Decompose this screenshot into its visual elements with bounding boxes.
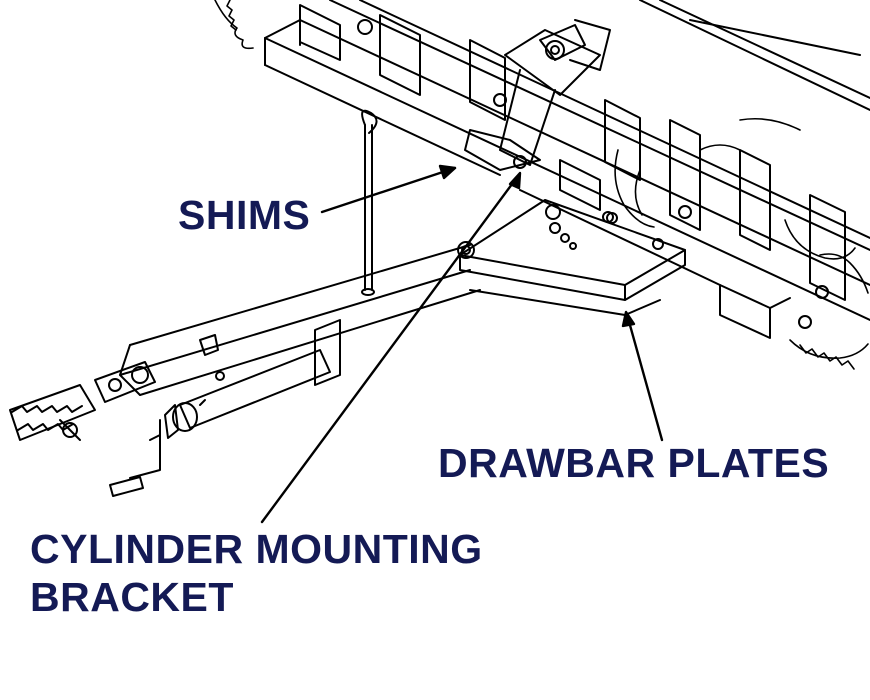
cylinder-arrowhead xyxy=(508,171,522,190)
hitch-clevis xyxy=(9,361,156,441)
cylinder-mounting-bracket-callout-line2: BRACKET xyxy=(30,574,234,620)
drawbar-plates-shape xyxy=(457,199,686,316)
drawbar-plates-callout: DRAWBAR PLATES xyxy=(438,440,830,486)
drawbar-arrowhead xyxy=(621,310,636,328)
cylinder-leader xyxy=(260,174,520,524)
hydraulic-cylinder xyxy=(464,19,611,171)
hitch-pin xyxy=(361,109,378,296)
shims-arrowhead xyxy=(438,164,457,180)
leader-lines xyxy=(260,164,664,524)
shims-callout: SHIMS xyxy=(178,192,311,238)
cylinder-mounting-bracket-callout-line1: CYLINDER MOUNTING xyxy=(30,526,483,572)
jack-assembly xyxy=(109,319,341,497)
tongue xyxy=(119,244,481,396)
gang-brackets xyxy=(299,4,846,329)
drawbar-leader xyxy=(626,316,664,442)
shims-leader xyxy=(320,166,457,214)
